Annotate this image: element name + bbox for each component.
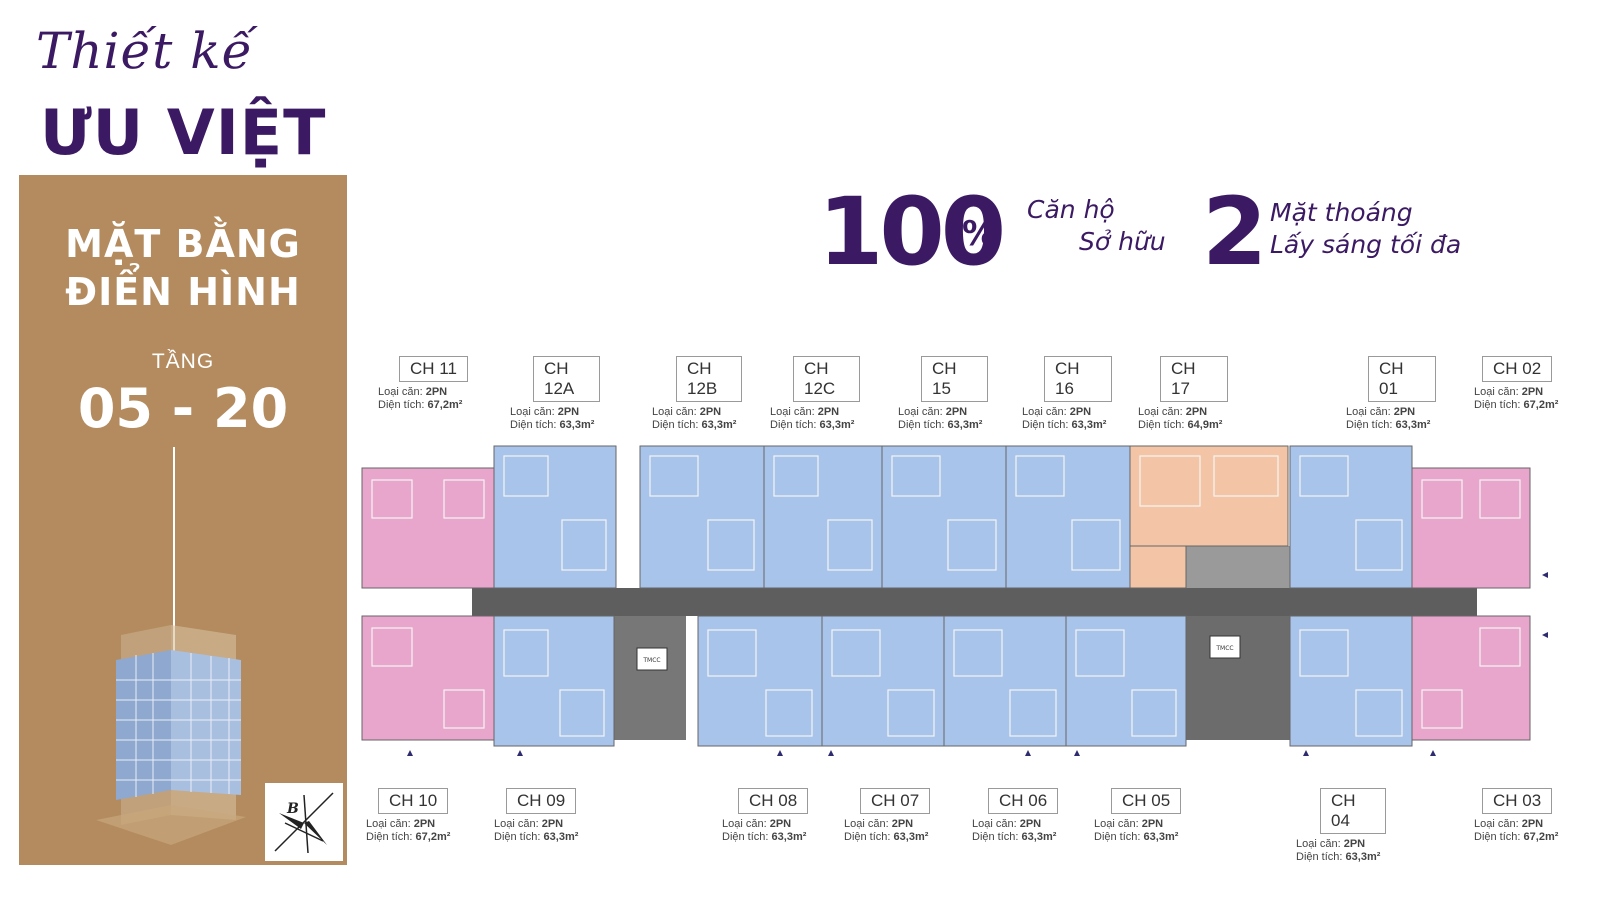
unit-label-ch12c: CH 12C Loại căn: 2PN Diện tích: 63,3m² [770,356,860,432]
unit-code: CH 06 [988,788,1059,814]
brand-logo: B [265,783,343,861]
unit-type: Loại căn: 2PN [378,386,448,398]
unit-label-ch06: CH 06 Loại căn: 2PN Diện tích: 63,3m² [972,788,1062,844]
unit-code: CH 04 [1320,788,1386,834]
unit-code: CH 03 [1482,788,1553,814]
unit-type: Loại căn: 2PN [1138,406,1208,418]
unit-type: Loại căn: 2PN [1474,818,1544,830]
unit-type: Loại căn: 2PN [652,406,722,418]
ownership-text-line1: Căn hộ [1027,195,1115,224]
unit-code: CH 02 [1482,356,1553,382]
unit-type: Loại căn: 2PN [722,818,792,830]
unit-area: Diện tích: 63,3m² [494,831,579,843]
lift-core-label: TMCC [642,657,660,664]
unit-label-ch04: CH 04 Loại căn: 2PN Diện tích: 63,3m² [1296,788,1386,864]
open-sides-text-line2: Lấy sáng tối đa [1270,230,1462,259]
floor-range: 05 - 20 [77,377,289,440]
typical-floor-panel: MẶT BẰNG ĐIỂN HÌNH TẦNG 05 - 20 B [19,175,347,865]
unit-label-ch10: CH 10 Loại căn: 2PN Diện tích: 67,2m² [366,788,456,844]
unit-code: CH 01 [1368,356,1436,402]
unit-label-ch08: CH 08 Loại căn: 2PN Diện tích: 63,3m² [722,788,812,844]
unit-code: CH 12B [676,356,742,402]
unit-label-ch17: CH 17 Loại căn: 2PN Diện tích: 64,9m² [1138,356,1228,432]
unit-label-ch07: CH 07 Loại căn: 2PN Diện tích: 63,3m² [844,788,934,844]
unit-code: CH 08 [738,788,809,814]
main-title: ƯU VIỆT [40,96,327,169]
unit-code: CH 09 [506,788,577,814]
unit-type: Loại căn: 2PN [1474,386,1544,398]
floor-plan: TMCC TMCC [361,445,1548,756]
open-sides-number: 2 [1202,178,1268,287]
unit-area: Diện tích: 63,3m² [510,419,595,431]
building-illustration [96,625,246,845]
unit-label-ch16: CH 16 Loại căn: 2PN Diện tích: 63,3m² [1022,356,1112,432]
unit-area: Diện tích: 67,2m² [378,399,463,411]
unit-type: Loại căn: 2PN [1296,838,1366,850]
logo-letter: B [287,801,299,817]
unit-area: Diện tích: 63,3m² [898,419,983,431]
unit-label-ch12a: CH 12A Loại căn: 2PN Diện tích: 63,3m² [510,356,600,432]
unit-code: CH 12C [793,356,860,402]
unit-code: CH 11 [399,356,468,382]
unit-label-ch12b: CH 12B Loại căn: 2PN Diện tích: 63,3m² [652,356,742,432]
unit-type: Loại căn: 2PN [972,818,1042,830]
unit-label-ch01: CH 01 Loại căn: 2PN Diện tích: 63,3m² [1346,356,1436,432]
unit-type: Loại căn: 2PN [366,818,436,830]
panel-heading-line1: MẶT BẰNG [65,222,301,266]
unit-type: Loại căn: 2PN [1094,818,1164,830]
unit-type: Loại căn: 2PN [898,406,968,418]
unit-type: Loại căn: 2PN [1022,406,1092,418]
open-sides-text-line1: Mặt thoáng [1270,198,1413,227]
unit-area: Diện tích: 67,2m² [366,831,451,843]
unit-code: CH 10 [378,788,449,814]
floor-label: TẦNG [151,350,215,373]
unit-area: Diện tích: 63,3m² [1346,419,1431,431]
unit-area: Diện tích: 63,3m² [1094,831,1179,843]
unit-label-ch09: CH 09 Loại căn: 2PN Diện tích: 63,3m² [494,788,584,844]
unit-area: Diện tích: 67,2m² [1474,399,1559,411]
unit-label-ch03: CH 03 Loại căn: 2PN Diện tích: 67,2m² [1474,788,1564,844]
unit-area: Diện tích: 63,3m² [652,419,737,431]
unit-type: Loại căn: 2PN [510,406,580,418]
panel-heading-line2: ĐIỂN HÌNH [65,270,301,314]
unit-code: CH 12A [533,356,600,402]
unit-label-ch11: CH 11 Loại căn: 2PN Diện tích: 67,2m² [378,356,468,412]
unit-type: Loại căn: 2PN [1346,406,1416,418]
unit-code: CH 17 [1160,356,1228,402]
unit-type: Loại căn: 2PN [770,406,840,418]
unit-type: Loại căn: 2PN [844,818,914,830]
lift-core-label: TMCC [1215,645,1233,652]
unit-code: CH 07 [860,788,931,814]
unit-area: Diện tích: 63,3m² [1296,851,1381,863]
unit-area: Diện tích: 63,3m² [972,831,1057,843]
unit-code: CH 15 [921,356,988,402]
unit-code: CH 16 [1044,356,1112,402]
unit-area: Diện tích: 63,3m² [1022,419,1107,431]
unit-area: Diện tích: 64,9m² [1138,419,1223,431]
unit-label-ch05: CH 05 Loại căn: 2PN Diện tích: 63,3m² [1094,788,1184,844]
unit-code: CH 05 [1111,788,1182,814]
ownership-text-line2: Sở hữu [1079,227,1166,256]
ownership-percentage: 100 [818,178,1006,287]
script-title: Thiết kế [36,22,254,80]
unit-area: Diện tích: 63,3m² [844,831,929,843]
unit-area: Diện tích: 63,3m² [770,419,855,431]
unit-area: Diện tích: 67,2m² [1474,831,1559,843]
percent-sign: % [962,214,997,254]
unit-area: Diện tích: 63,3m² [722,831,807,843]
floor-indicator-line [173,447,175,757]
unit-label-ch15: CH 15 Loại căn: 2PN Diện tích: 63,3m² [898,356,988,432]
unit-type: Loại căn: 2PN [494,818,564,830]
unit-label-ch02: CH 02 Loại căn: 2PN Diện tích: 67,2m² [1474,356,1564,412]
